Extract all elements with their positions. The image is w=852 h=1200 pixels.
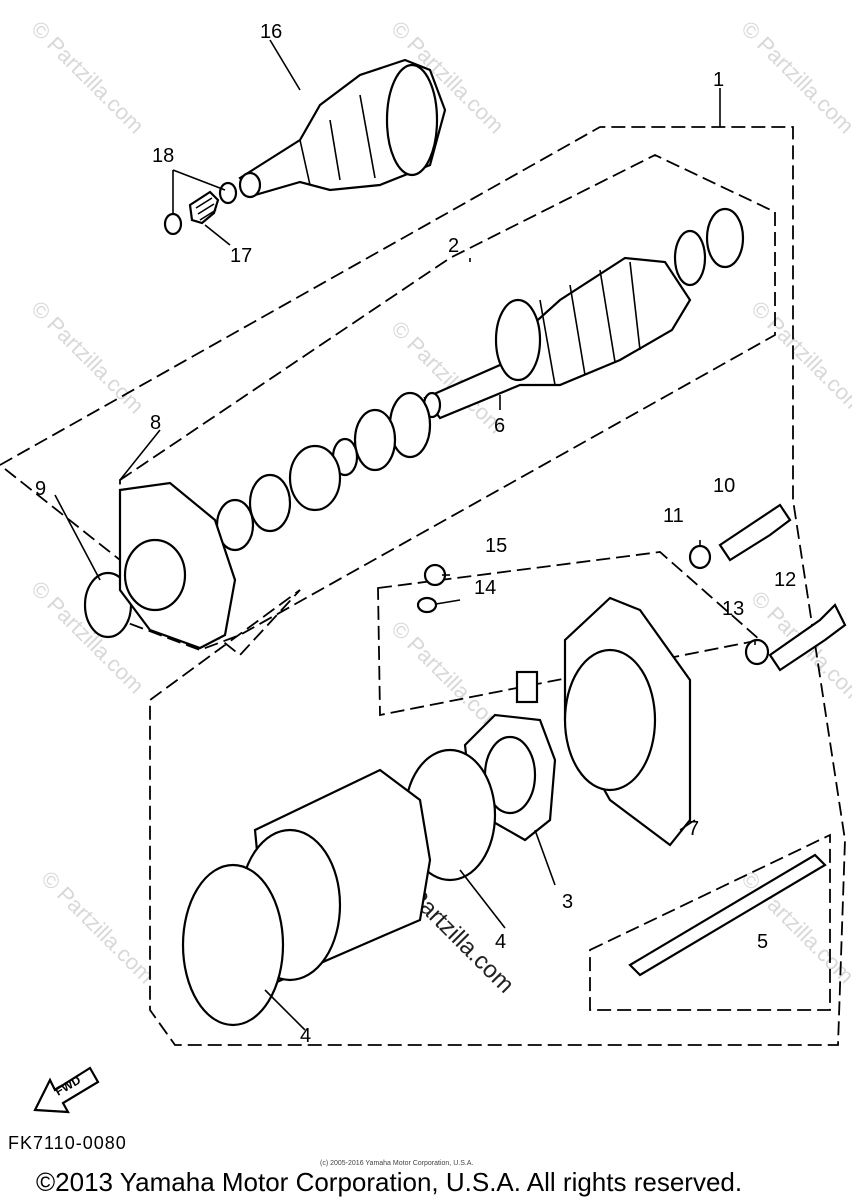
watermark-text: © Partzilla.com: [26, 16, 149, 139]
brush-holder-outline: [377, 551, 762, 717]
callout-10: 10: [713, 475, 735, 497]
front-cover-hub: [123, 538, 187, 612]
callout-4b: 4: [300, 1025, 311, 1047]
callout-15: 15: [485, 535, 507, 557]
callout-4: 4: [495, 931, 506, 953]
armature-2-outline: [119, 153, 776, 651]
callout-14: 14: [474, 577, 496, 599]
callout-8: 8: [150, 412, 161, 434]
watermark-text: © Partzilla.com: [746, 296, 852, 419]
shim-ring: [353, 408, 397, 472]
washer-18b: [218, 181, 238, 205]
callout-18: 18: [152, 145, 174, 167]
terminal: [515, 670, 539, 704]
starter-clutch-16: [238, 58, 447, 199]
washer-14: [416, 596, 438, 614]
callout-5: 5: [757, 931, 768, 953]
gasket-4: [181, 863, 285, 1027]
spring-17: [188, 190, 220, 225]
callout-9: 9: [35, 478, 46, 500]
long-bolt-5: [628, 853, 827, 977]
leader-lines: [54, 39, 756, 1031]
callout-6: 6: [494, 415, 505, 437]
washer-13: [744, 638, 770, 666]
callout-16: 16: [260, 21, 282, 43]
callout-11: 11: [663, 505, 684, 527]
watermark-text: © Partzilla.com: [36, 866, 159, 989]
callout-2: 2: [448, 235, 459, 257]
shim-ring: [388, 391, 432, 459]
armature-6: [422, 256, 692, 420]
washer-11: [688, 544, 712, 570]
small-copyright: (c) 2005-2016 Yamaha Motor Corporation, …: [320, 1160, 474, 1167]
callout-1: 1: [713, 69, 724, 91]
bolt-5-outline: [589, 833, 831, 1011]
callout-labels: 1 2 3 4 4 5 6 7 8 9 10 11 12 13 14 15 16…: [35, 21, 796, 1047]
shim-ring: [673, 229, 707, 287]
bolt-12: [768, 603, 847, 672]
washer-18a: [163, 212, 183, 236]
callout-17: 17: [230, 245, 252, 267]
callout-3: 3: [562, 891, 573, 913]
bearing: [288, 444, 342, 512]
watermark-text: © Partzilla.com: [736, 16, 852, 139]
bearing: [248, 473, 292, 533]
copyright-notice: ©2013 Yamaha Motor Corporation, U.S.A. A…: [36, 1167, 743, 1197]
callout-7: 7: [688, 818, 699, 840]
callout-12: 12: [774, 569, 796, 591]
callout-13: 13: [722, 598, 744, 620]
watermark-text: © Partzilla.com: [26, 296, 149, 419]
diagram-code: FK7110-0080: [8, 1133, 127, 1153]
fwd-arrow-icon: FWD: [33, 1066, 100, 1114]
shim-ring: [705, 207, 745, 269]
bolt-10: [718, 503, 792, 562]
assembly-1-outline: [0, 126, 846, 1046]
